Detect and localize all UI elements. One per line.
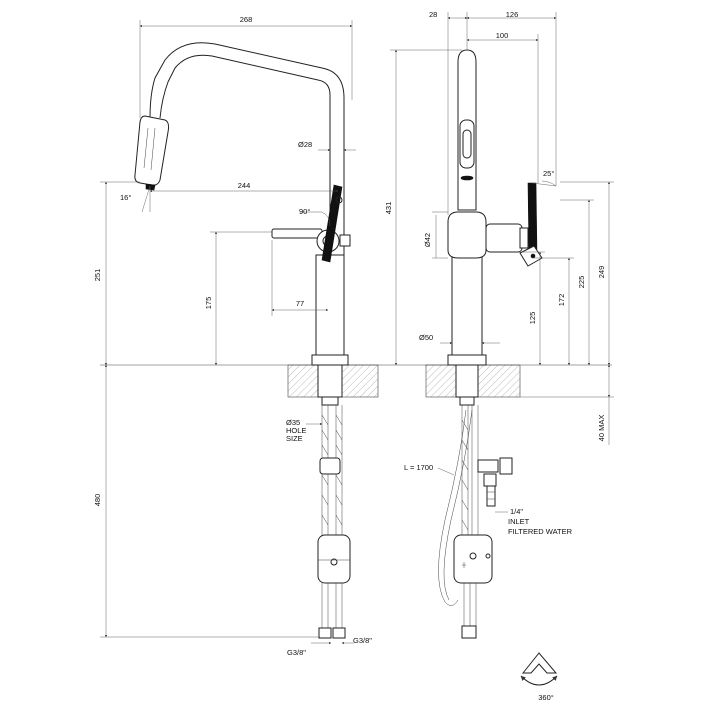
dim-front-body-diameter: Ø42 <box>423 233 432 247</box>
label-hole-line2: SIZE <box>286 434 303 443</box>
side-dimension-lines <box>100 20 356 645</box>
side-faucet-body <box>311 254 349 406</box>
rotation-360-symbol: 360° <box>520 652 558 702</box>
side-view: 268 Ø28 244 16° 90° 251 175 77 480 Ø35 H… <box>93 15 612 657</box>
dim-deck-thickness: 40 MAX <box>597 415 606 442</box>
dim-side-spout-diameter: Ø28 <box>298 140 312 149</box>
dim-front-h-125: 125 <box>528 312 537 325</box>
dim-front-reach: 100 <box>496 31 509 40</box>
dim-front-base-diameter: Ø50 <box>419 333 433 342</box>
label-hole-diameter: Ø35 <box>286 418 300 427</box>
label-inlet-size: 1/4" <box>510 507 523 516</box>
side-lever-handle <box>271 184 351 263</box>
front-hoses <box>438 405 513 639</box>
rotation-arrow-icon <box>520 675 558 686</box>
side-spout <box>134 42 345 255</box>
side-hoses <box>317 405 351 639</box>
dim-side-overall-width: 268 <box>240 15 253 24</box>
label-rotation: 360° <box>538 693 554 702</box>
dim-front-h-225: 225 <box>577 276 586 289</box>
dim-front-offset: 28 <box>429 10 437 19</box>
dim-side-handle-angle: 90° <box>299 207 310 216</box>
dim-side-handle-height: 175 <box>204 297 213 310</box>
label-inlet-line1: INLET <box>508 517 530 526</box>
dim-front-h-172: 172 <box>557 294 566 307</box>
label-connector-left: G3/8" <box>287 648 306 657</box>
dim-front-handle-rotation: 25° <box>543 169 554 178</box>
front-view: 28 126 100 431 Ø42 Ø50 25° 125 172 225 2… <box>384 10 614 639</box>
dim-side-height-spout: 251 <box>93 269 102 282</box>
label-hole-line1: HOLE <box>286 426 306 435</box>
dim-side-spout-reach: 244 <box>238 181 251 190</box>
rotation-chevron-icon <box>521 652 558 674</box>
dim-side-below-deck: 480 <box>93 494 102 507</box>
front-lever-handle <box>519 182 557 267</box>
filtered-water-valve <box>477 457 513 507</box>
front-faucet-body <box>447 49 529 406</box>
dim-front-h-249: 249 <box>597 266 606 279</box>
dim-side-handle-reach: 77 <box>296 299 304 308</box>
dim-front-total-height: 431 <box>384 202 393 215</box>
dim-front-width: 126 <box>506 10 519 19</box>
label-hose-length: L = 1700 <box>404 463 433 472</box>
front-dimension-lines <box>390 12 614 513</box>
label-inlet-line2: FILTERED WATER <box>508 527 573 536</box>
label-connector-right: G3/8" <box>353 636 372 645</box>
dim-side-spout-tilt: 16° <box>120 193 131 202</box>
